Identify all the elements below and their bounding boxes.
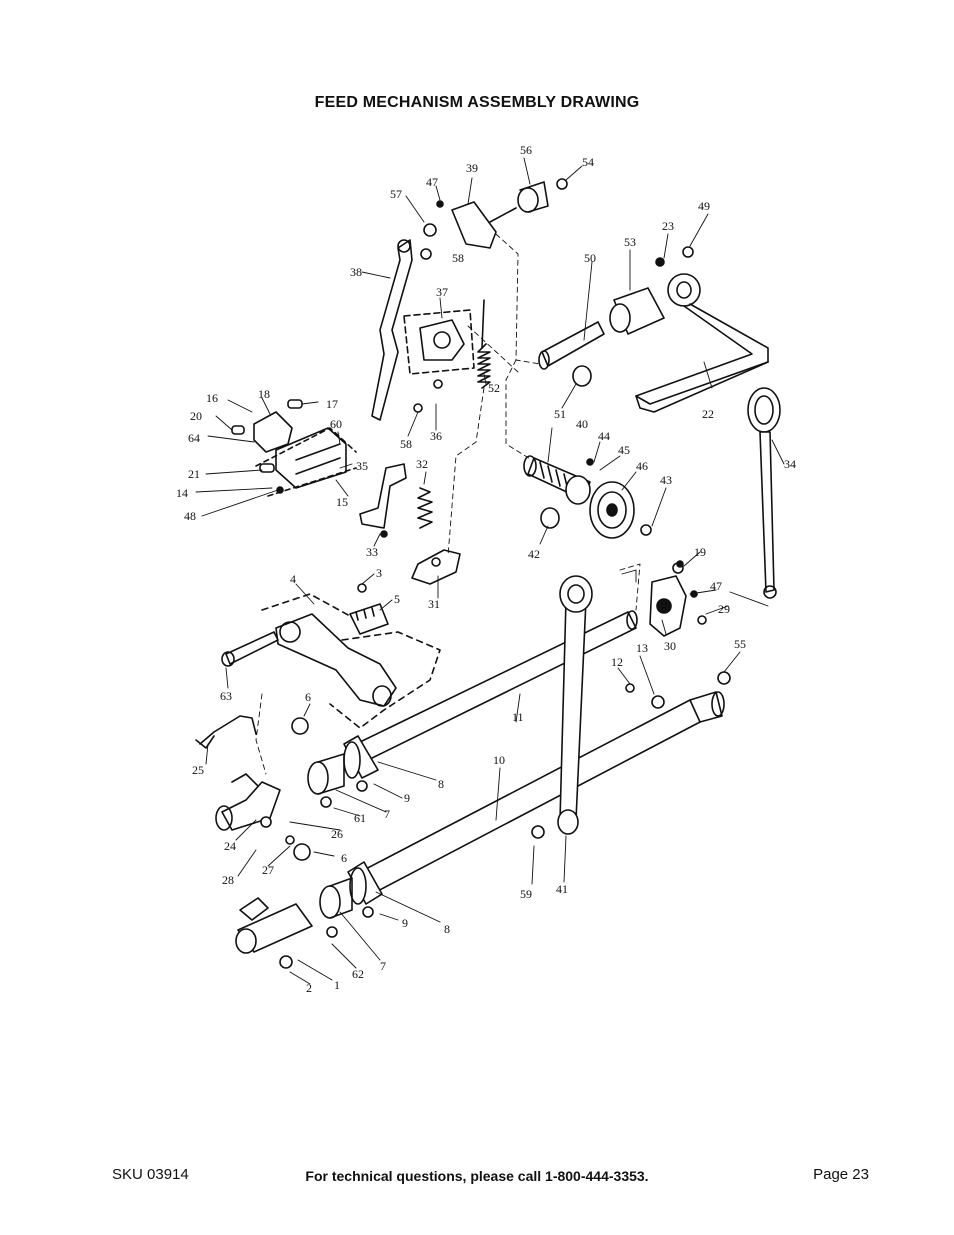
- callout-60: 60: [330, 417, 342, 431]
- support-phone-text: For technical questions, please call 1-8…: [305, 1168, 649, 1184]
- callout-35: 35: [356, 459, 368, 473]
- callout-46: 46: [636, 459, 648, 473]
- callout-36: 36: [430, 429, 442, 443]
- callout-6b: 6: [341, 851, 347, 865]
- callout-61: 61: [354, 811, 366, 825]
- callout-29: 29: [718, 602, 730, 616]
- callout-40: 40: [576, 417, 588, 431]
- callout-16: 16: [206, 391, 218, 405]
- arm-34: [747, 387, 781, 599]
- callout-44: 44: [598, 429, 610, 443]
- callout-23: 23: [662, 219, 674, 233]
- callout-21: 21: [188, 467, 200, 481]
- callout-47a: 47: [426, 175, 438, 189]
- gear-46: [589, 481, 635, 539]
- callout-63: 63: [220, 689, 232, 703]
- callout-43: 43: [660, 473, 672, 487]
- callout-38: 38: [350, 265, 362, 279]
- callout-6a: 6: [305, 690, 311, 704]
- callout-1: 1: [334, 978, 340, 992]
- callout-42: 42: [528, 547, 540, 561]
- callout-9b: 9: [402, 916, 408, 930]
- callout-55: 55: [734, 637, 746, 651]
- callout-7b: 7: [380, 959, 386, 973]
- callout-54: 54: [582, 155, 594, 169]
- callout-32: 32: [416, 457, 428, 471]
- callout-14: 14: [176, 486, 188, 500]
- callout-51: 51: [554, 407, 566, 421]
- callout-49: 49: [698, 199, 710, 213]
- callout-26: 26: [331, 827, 343, 841]
- callout-33: 33: [366, 545, 378, 559]
- callout-2: 2: [306, 981, 312, 995]
- callout-47b: 47: [710, 579, 722, 593]
- callout-57: 57: [390, 187, 402, 201]
- callout-27: 27: [262, 863, 274, 877]
- callout-3: 3: [376, 566, 382, 580]
- callout-9a: 9: [404, 791, 410, 805]
- callout-5: 5: [394, 592, 400, 606]
- page-title: FEED MECHANISM ASSEMBLY DRAWING: [314, 94, 640, 111]
- link-41: [557, 575, 593, 835]
- callout-59: 59: [520, 887, 532, 901]
- callout-15: 15: [336, 495, 348, 509]
- sku-text: SKU 03914: [112, 1166, 189, 1183]
- callout-39: 39: [466, 161, 478, 175]
- page-number: Page 23: [813, 1166, 869, 1183]
- bracket-22: [635, 273, 769, 413]
- callout-30: 30: [664, 639, 676, 653]
- callout-50: 50: [584, 251, 596, 265]
- callout-11: 11: [512, 710, 524, 724]
- callout-8b: 8: [444, 922, 450, 936]
- callout-64: 64: [188, 431, 200, 445]
- callout-25: 25: [192, 763, 204, 777]
- callout-17: 17: [326, 397, 338, 411]
- callout-41: 41: [556, 882, 568, 896]
- callout-12: 12: [611, 655, 623, 669]
- callout-52: 52: [488, 381, 500, 395]
- callout-13: 13: [636, 641, 648, 655]
- callout-45: 45: [618, 443, 630, 457]
- callout-20: 20: [190, 409, 202, 423]
- callout-56: 56: [520, 143, 532, 157]
- callout-4: 4: [290, 572, 296, 586]
- callout-58b: 58: [400, 437, 412, 451]
- callout-7a: 7: [384, 807, 390, 821]
- callout-37: 37: [436, 285, 448, 299]
- callout-22: 22: [702, 407, 714, 421]
- callout-10: 10: [493, 753, 505, 767]
- callout-labels: 1 2 3 4 5 6 6 7 7 8 8 9 9 10 11 12 13 14…: [176, 143, 796, 995]
- callout-58a: 58: [452, 251, 464, 265]
- callout-53: 53: [624, 235, 636, 249]
- callout-24: 24: [224, 839, 236, 853]
- callout-62: 62: [352, 967, 364, 981]
- callout-31: 31: [428, 597, 440, 611]
- callout-34: 34: [784, 457, 796, 471]
- callout-8a: 8: [438, 777, 444, 791]
- callout-19: 19: [694, 545, 706, 559]
- callout-28: 28: [222, 873, 234, 887]
- callout-18: 18: [258, 387, 270, 401]
- callout-48: 48: [184, 509, 196, 523]
